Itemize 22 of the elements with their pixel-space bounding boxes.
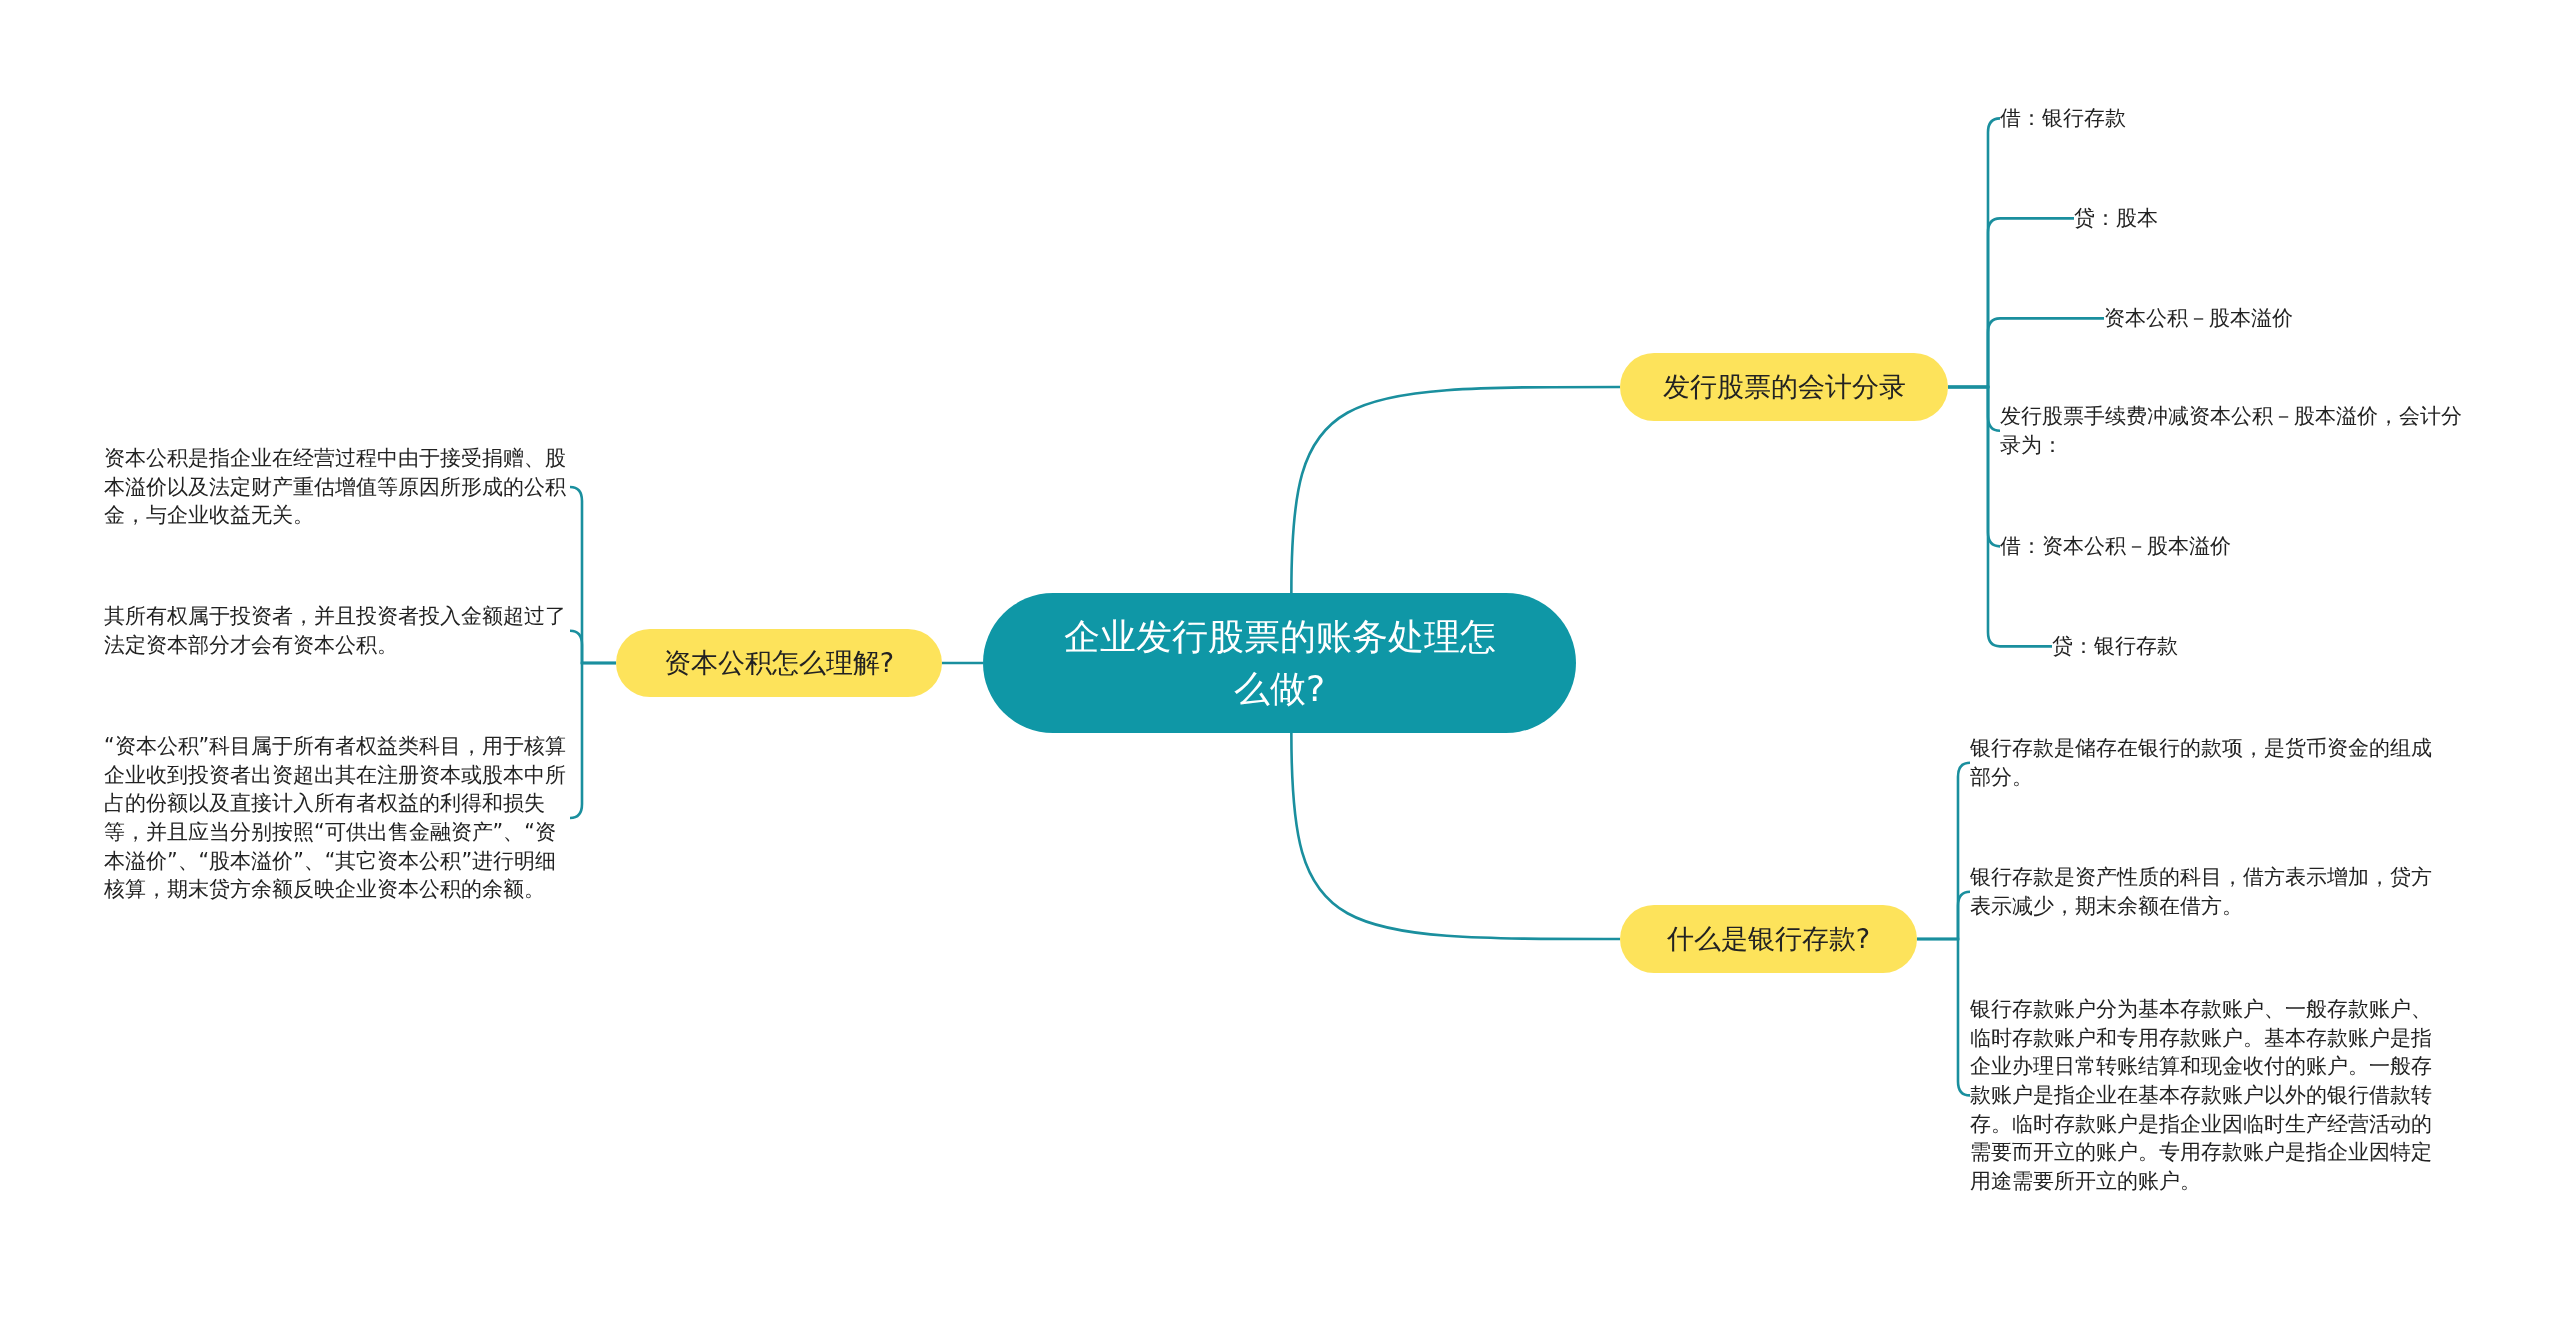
subtopic-text: 借：资本公积－股本溢价 — [2000, 532, 2400, 561]
topic-pill: 什么是银行存款? — [1620, 905, 1917, 973]
subtopic-text: 借：银行存款 — [2000, 104, 2300, 133]
subtopic-text: 银行存款是储存在银行的款项，是货币资金的组成部分。 — [1970, 734, 2440, 792]
subtopic-text: 银行存款账户分为基本存款账户、一般存款账户、临时存款账户和专用存款账户。基本存款账户是指企业办理日常转账结算和现金收付的账户。一般存款账户是指企业在基本存款账户以外的银行借款转存。临时存款账户是指企业因临时生产经营活动的需要而开立的账户。专用存款账户是指企业因特定用途需要所开立的账户。 — [1970, 995, 2440, 1196]
connector-line — [568, 661, 616, 820]
subtopic-text: 贷：股本 — [2074, 204, 2374, 233]
connector-line — [942, 661, 983, 665]
subtopic-text: 贷：银行存款 — [2052, 632, 2372, 661]
subtopic-text: 资本公积－股本溢价 — [2104, 304, 2504, 333]
connector-line — [1948, 385, 2052, 648]
subtopic-text: 银行存款是资产性质的科目，借方表示增加，贷方表示减少，期末余额在借方。 — [1970, 863, 2440, 921]
topic-pill: 资本公积怎么理解? — [616, 629, 942, 697]
topic-pill: 发行股票的会计分录 — [1620, 353, 1948, 421]
connector-line — [1290, 385, 1620, 594]
connector-line — [1917, 937, 1972, 1097]
central-topic: 企业发行股票的账务处理怎么做? — [983, 593, 1576, 733]
subtopic-text: “资本公积”科目属于所有者权益类科目，用于核算企业收到投资者出资超出其在注册资本或股本中所占的份额以及直接计入所有者权益的利得和损失等，并且应当分别按照“可供出售金融资产”、“资本溢价”、“股本溢价”、“其它资本公积”进行明细核算，期末贷方余额反映企业资本公积的余额。 — [104, 732, 570, 905]
subtopic-text: 发行股票手续费冲减资本公积－股本溢价，会计分录为： — [2000, 402, 2470, 460]
connector-line — [1290, 732, 1620, 941]
subtopic-text: 其所有权属于投资者，并且投资者投入金额超过了法定资本部分才会有资本公积。 — [104, 602, 570, 660]
subtopic-text: 资本公积是指企业在经营过程中由于接受捐赠、股本溢价以及法定财产重估增值等原因所形成的公积金，与企业收益无关。 — [104, 444, 570, 531]
